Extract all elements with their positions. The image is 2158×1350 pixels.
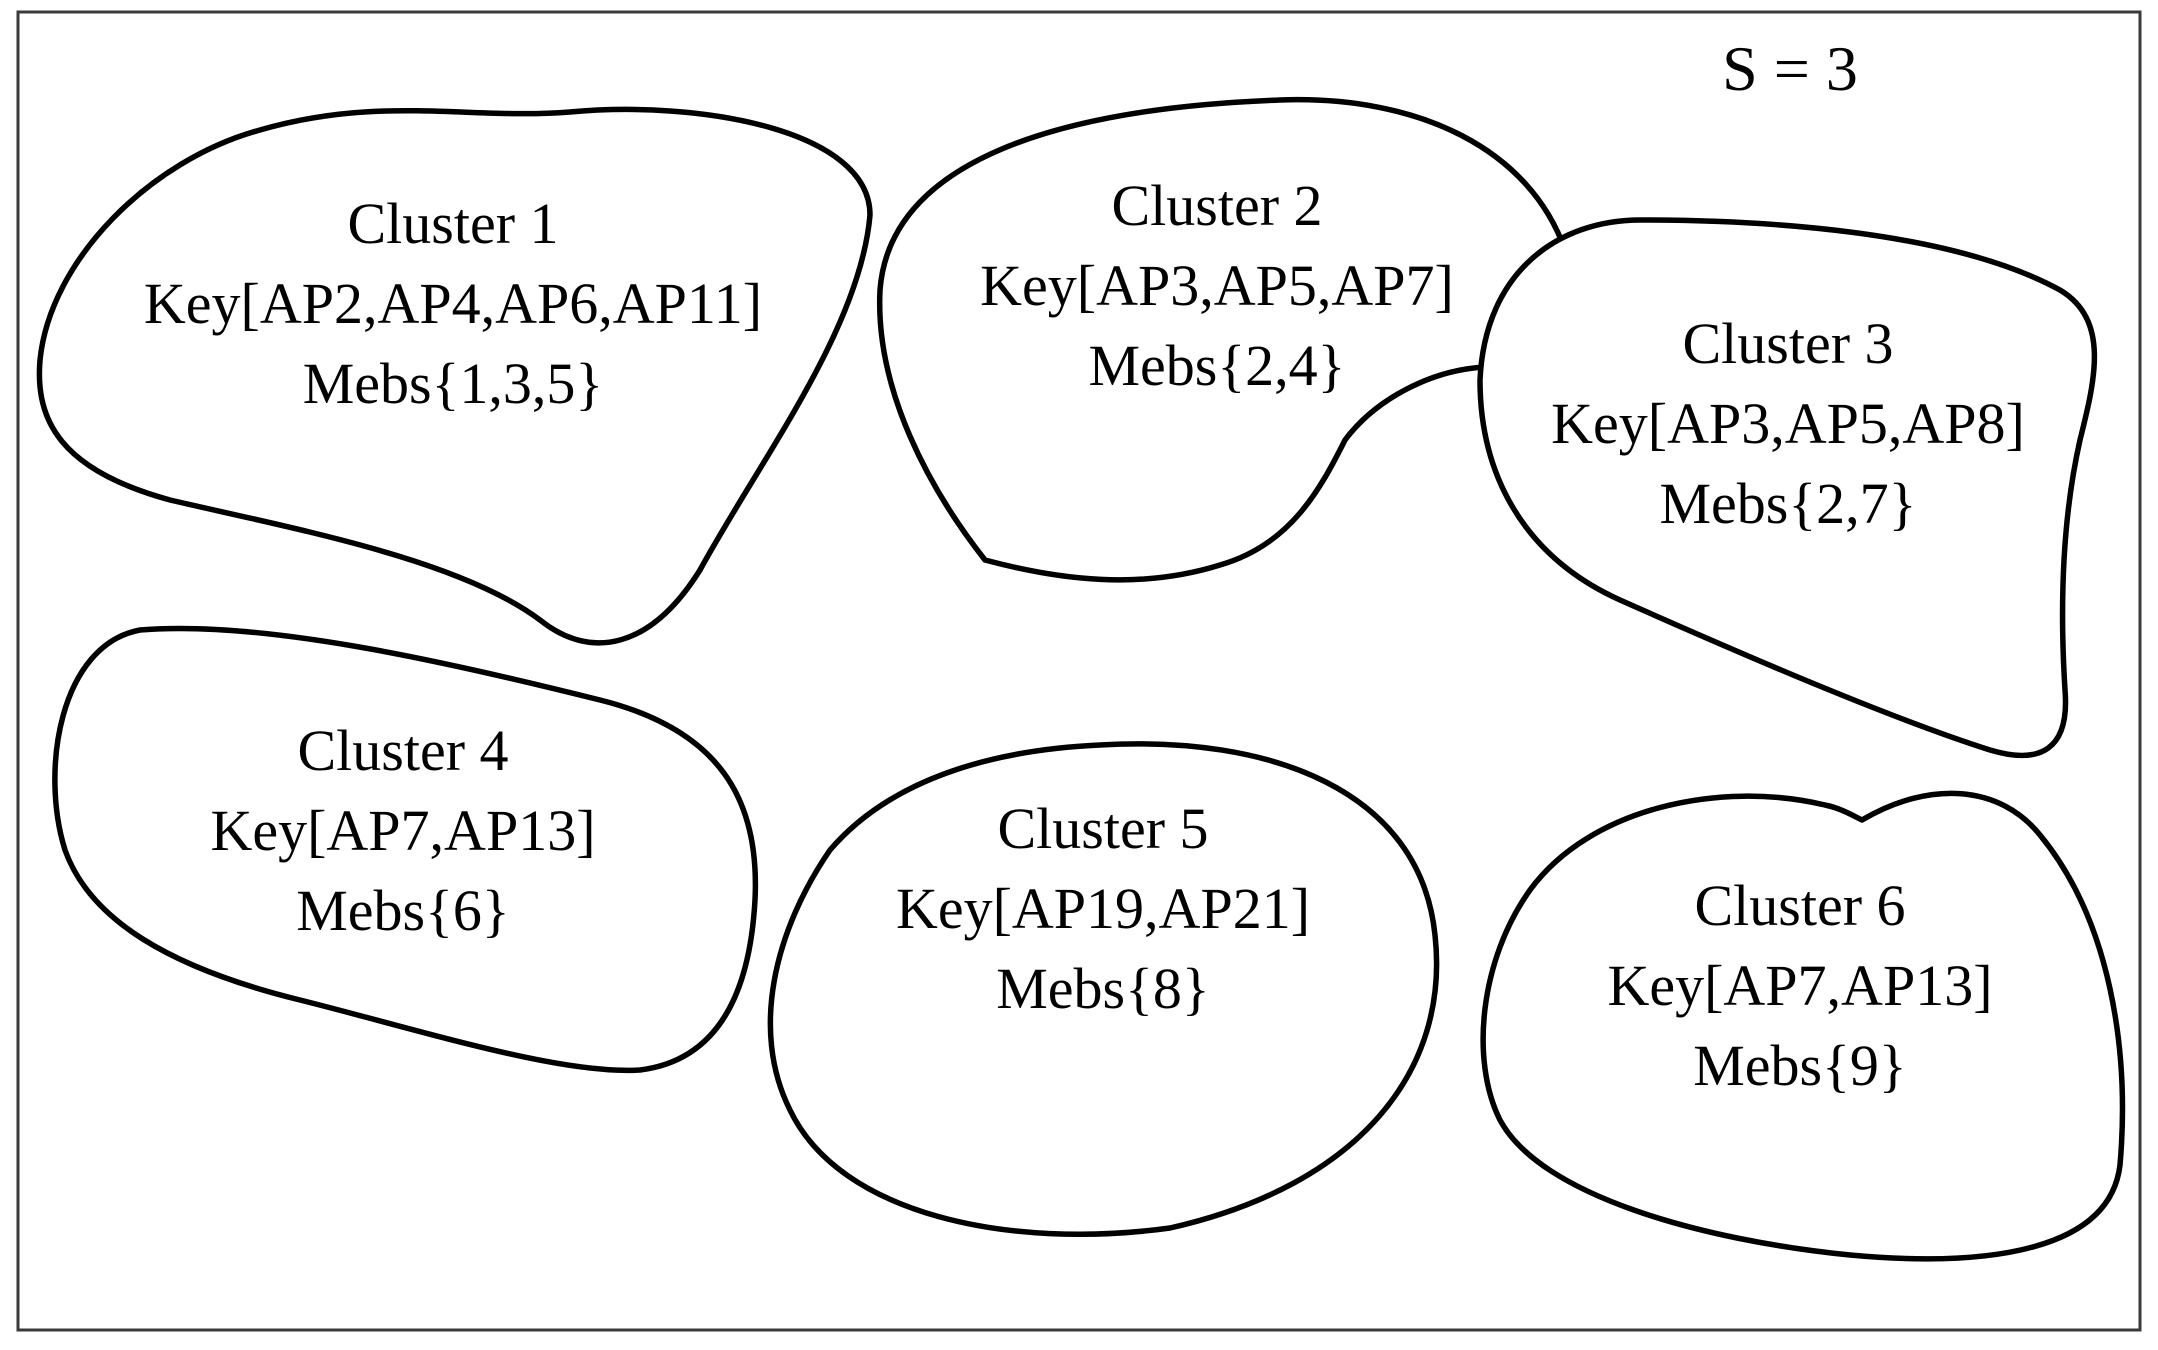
- cluster-5: Cluster 5 Key[AP19,AP21] Mebs{8}: [767, 741, 1440, 1238]
- cluster-3-key: Key[AP3,AP5,AP8]: [1551, 391, 2025, 456]
- cluster-6: Cluster 6 Key[AP7,AP13] Mebs{9}: [1480, 790, 2126, 1262]
- cluster-6-key: Key[AP7,AP13]: [1607, 953, 1992, 1018]
- cluster-6-title: Cluster 6: [1694, 873, 1905, 938]
- cluster-6-boundary: [1480, 790, 2126, 1262]
- cluster-4-key: Key[AP7,AP13]: [210, 798, 595, 863]
- cluster-3-boundary: [1477, 217, 2098, 759]
- cluster-1: Cluster 1 Key[AP2,AP4,AP6,AP11] Mebs{1,3…: [36, 106, 873, 646]
- cluster-4-members: Mebs{6}: [296, 878, 510, 943]
- cluster-4: Cluster 4 Key[AP7,AP13] Mebs{6}: [52, 625, 759, 1074]
- cluster-3-members: Mebs{2,7}: [1659, 471, 1916, 536]
- cluster-5-members: Mebs{8}: [996, 956, 1210, 1021]
- cluster-5-title: Cluster 5: [997, 796, 1208, 861]
- cluster-3: Cluster 3 Key[AP3,AP5,AP8] Mebs{2,7}: [1477, 217, 2098, 759]
- cluster-1-key: Key[AP2,AP4,AP6,AP11]: [144, 271, 762, 336]
- cluster-2-title: Cluster 2: [1111, 173, 1322, 238]
- cluster-4-title: Cluster 4: [297, 718, 508, 783]
- parameter-label: S = 3: [1722, 33, 1858, 104]
- cluster-2-key: Key[AP3,AP5,AP7]: [980, 253, 1454, 318]
- cluster-2-members: Mebs{2,4}: [1088, 333, 1345, 398]
- cluster-6-members: Mebs{9}: [1693, 1033, 1907, 1098]
- cluster-2: Cluster 2 Key[AP3,AP5,AP7] Mebs{2,4}: [876, 96, 1568, 583]
- cluster-1-boundary: [36, 106, 873, 646]
- cluster-5-boundary: [767, 741, 1440, 1238]
- cluster-1-title: Cluster 1: [347, 191, 558, 256]
- cluster-2-boundary: [876, 96, 1568, 583]
- cluster-1-members: Mebs{1,3,5}: [303, 351, 604, 416]
- cluster-5-key: Key[AP19,AP21]: [896, 876, 1310, 941]
- cluster-3-title: Cluster 3: [1682, 311, 1893, 376]
- cluster-4-boundary: [52, 625, 759, 1074]
